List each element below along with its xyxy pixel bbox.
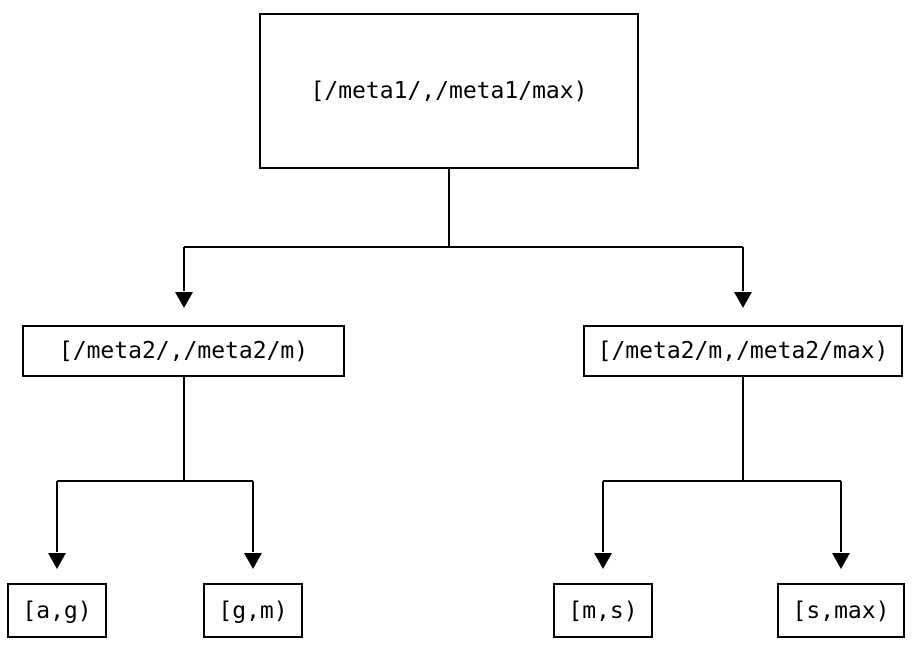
- arrowhead-down-icon: [175, 292, 193, 308]
- arrowhead-down-icon: [734, 292, 752, 308]
- edge-right-trunk: [603, 377, 841, 482]
- edge-root-trunk: [184, 169, 743, 248]
- tree-node-leaf-ms-label: [m,s): [568, 597, 638, 624]
- arrowhead-down-icon: [244, 553, 262, 569]
- arrowhead-down-icon: [832, 553, 850, 569]
- edge-left-trunk: [57, 377, 253, 482]
- tree-node-left-label: [/meta2/,/meta2/m): [58, 338, 309, 364]
- tree-node-leaf-ag: [a,g): [7, 583, 107, 638]
- tree-node-leaf-ag-label: [a,g): [22, 597, 92, 624]
- tree-node-leaf-smax-label: [s,max): [792, 597, 890, 624]
- tree-node-leaf-gm: [g,m): [203, 583, 303, 638]
- tree-node-right-label: [/meta2/m,/meta2/max): [597, 338, 889, 364]
- arrowhead-down-icon: [48, 553, 66, 569]
- tree-node-root-label: [/meta1/,/meta1/max): [310, 78, 588, 104]
- tree-node-leaf-smax: [s,max): [777, 583, 905, 638]
- tree-node-leaf-ms: [m,s): [553, 583, 653, 638]
- arrowhead-down-icon: [594, 553, 612, 569]
- tree-node-root: [/meta1/,/meta1/max): [259, 13, 639, 169]
- tree-node-left: [/meta2/,/meta2/m): [22, 325, 345, 377]
- tree-node-leaf-gm-label: [g,m): [218, 597, 288, 624]
- tree-node-right: [/meta2/m,/meta2/max): [583, 325, 903, 377]
